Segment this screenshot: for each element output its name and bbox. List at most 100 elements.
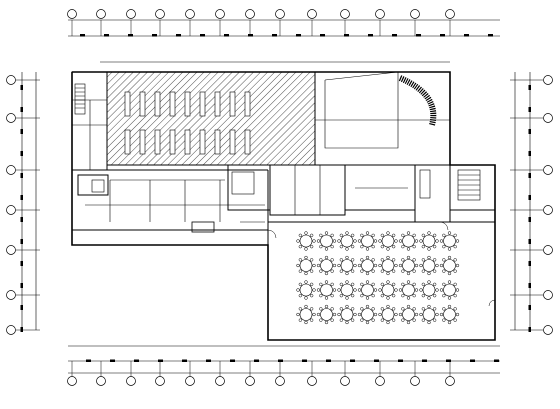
chair — [330, 269, 334, 273]
chair — [412, 307, 416, 311]
chair — [339, 245, 343, 249]
chair — [365, 320, 370, 325]
chair — [433, 258, 437, 262]
axis-bubble-top — [215, 9, 225, 19]
round-table — [340, 283, 354, 297]
chair — [330, 318, 334, 322]
chair — [304, 280, 308, 284]
round-table — [299, 259, 313, 272]
chair — [455, 288, 460, 292]
dim-mark — [296, 34, 301, 37]
chair — [351, 269, 355, 273]
chair — [401, 282, 405, 286]
shelf-rack — [184, 91, 191, 117]
dim-mark — [528, 107, 531, 112]
dim-mark — [20, 283, 23, 288]
chair — [455, 312, 460, 317]
chair — [401, 294, 405, 298]
chair — [316, 312, 321, 317]
round-table — [402, 308, 415, 321]
dim-mark — [20, 261, 23, 266]
axis-bubble-right — [543, 325, 553, 335]
chair — [365, 296, 370, 300]
round-table — [340, 259, 354, 272]
axis-bubble-bottom — [445, 376, 455, 386]
chair — [319, 307, 323, 311]
chair — [332, 263, 337, 268]
chair — [378, 239, 382, 243]
chair — [392, 245, 396, 249]
chair — [433, 245, 437, 249]
chair — [453, 307, 457, 311]
chair — [373, 288, 378, 292]
chair — [392, 269, 396, 273]
chair — [427, 271, 431, 276]
dim-mark — [158, 359, 163, 362]
chair — [298, 294, 302, 298]
dim-mark — [80, 34, 85, 37]
dim-mark — [20, 195, 23, 200]
chair — [339, 294, 343, 298]
chair — [453, 233, 457, 237]
round-table — [299, 283, 313, 297]
banquet-tables — [296, 231, 460, 325]
chair — [298, 282, 302, 286]
chair — [433, 294, 437, 298]
chair — [298, 245, 302, 249]
chair — [421, 294, 425, 298]
chair — [353, 239, 357, 243]
axis-bubble-right — [543, 245, 553, 255]
round-table — [361, 283, 374, 297]
axis-bubble-bottom — [307, 376, 317, 386]
round-table — [361, 259, 374, 272]
dim-mark — [20, 151, 23, 156]
chair — [365, 280, 370, 284]
round-table — [443, 308, 456, 321]
chair — [442, 282, 446, 286]
electrical-wiring-lower-left — [85, 179, 265, 233]
dim-mark — [528, 305, 531, 310]
chair — [332, 312, 337, 317]
dim-mark — [528, 85, 531, 90]
dim-mark — [528, 217, 531, 222]
chair — [371, 294, 375, 298]
chair — [339, 233, 343, 237]
chair — [412, 282, 416, 286]
chair — [394, 288, 398, 292]
chair — [310, 318, 314, 322]
chair — [442, 245, 446, 249]
dim-mark — [528, 261, 531, 266]
round-table — [361, 308, 374, 321]
axis-bubble-bottom — [96, 376, 106, 386]
round-table — [299, 308, 313, 321]
dim-mark — [368, 34, 373, 37]
chair — [360, 233, 364, 237]
chair — [392, 294, 396, 298]
dim-mark — [20, 305, 23, 310]
chair — [298, 233, 302, 237]
axis-bubble-top — [307, 9, 317, 19]
axis-bubble-top — [155, 9, 165, 19]
chair — [398, 288, 403, 292]
chair — [439, 288, 444, 292]
chair — [433, 233, 437, 237]
chair — [412, 318, 416, 322]
chair — [427, 231, 431, 235]
chair — [412, 233, 416, 237]
chair — [319, 318, 323, 322]
chair — [337, 239, 341, 243]
chair — [447, 304, 452, 309]
chair — [378, 312, 382, 317]
chair — [339, 307, 343, 311]
chair — [310, 269, 314, 273]
chair — [304, 320, 308, 325]
chair — [296, 312, 300, 317]
chair — [386, 280, 390, 284]
chair — [401, 233, 405, 237]
left-dimension-lines — [21, 72, 37, 330]
chair — [371, 245, 375, 249]
dim-mark — [104, 34, 109, 37]
chair — [380, 307, 384, 311]
chair — [298, 269, 302, 273]
door-swings — [267, 221, 496, 307]
